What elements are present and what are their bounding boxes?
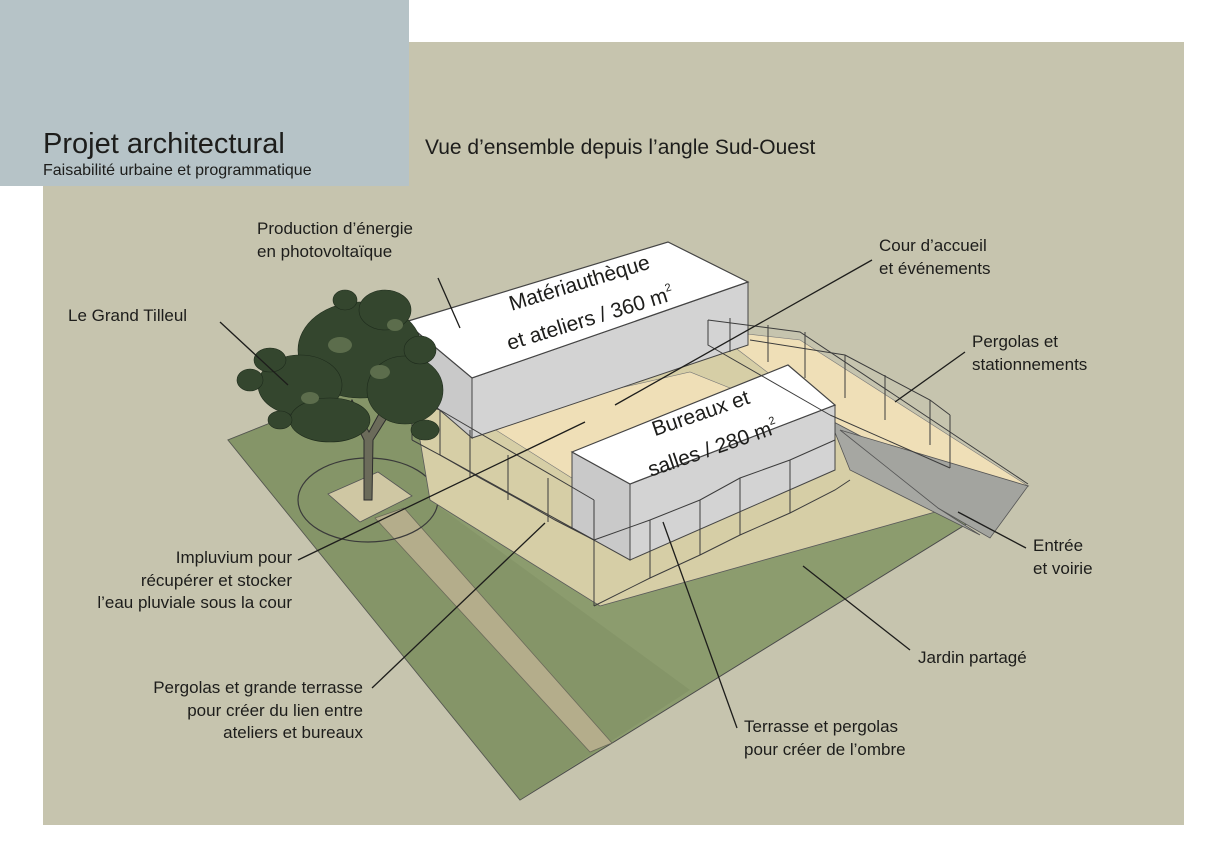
label-energie-line1: Production d’énergie — [257, 219, 413, 238]
leader-impluvium — [297, 421, 586, 561]
label-tilleul: Le Grand Tilleul — [68, 305, 187, 328]
page-subtitle: Faisabilité urbaine et programmatique — [43, 162, 312, 179]
label-pergolas-terrasse: Pergolas et grande terrasse pour créer d… — [90, 677, 363, 745]
label-entree-line2: et voirie — [1033, 558, 1093, 578]
label-terrasse-ombre-line2: pour créer de l’ombre — [744, 739, 906, 759]
label-cour-line2: et événements — [879, 258, 991, 278]
leader-entree — [957, 511, 1027, 549]
title-block — [0, 0, 409, 186]
tree-foliage-highlights — [301, 319, 403, 404]
bureaux-roof — [570, 364, 837, 485]
garden-path — [374, 507, 613, 753]
tree-foliage — [236, 289, 444, 443]
label-impluvium: Impluvium pour récupérer et stocker l’ea… — [40, 547, 292, 615]
view-caption: Vue d’ensemble depuis l’angle Sud-Ouest — [425, 136, 816, 159]
label-pergolas-terrasse-line1: Pergolas et grande terrasse — [153, 678, 363, 697]
label-pergolas-stationnements-line1: Pergolas et — [972, 332, 1058, 351]
label-energie-line2: en photovoltaïque — [257, 241, 393, 261]
label-impluvium-line3: l’eau pluviale sous la cour — [97, 593, 292, 612]
leader-energie — [437, 277, 461, 329]
label-entree-line1: Entrée — [1033, 536, 1084, 555]
ateliers-roof — [403, 241, 750, 379]
leader-lines — [219, 259, 1027, 729]
road-lower — [839, 429, 1029, 539]
label-pergolas-stationnements: Pergolas et stationnements — [972, 331, 1087, 376]
leader-tilleul — [219, 321, 289, 386]
leader-terrasse-ombre — [662, 521, 738, 729]
pergola-frames-parking — [707, 318, 1029, 485]
leader-jardin — [802, 565, 911, 651]
label-terrasse-ombre-line1: Terrasse et pergolas — [744, 717, 899, 736]
label-jardin-line1: Jardin partagé — [918, 648, 1027, 667]
label-energie: Production d’énergie en photovoltaïque — [257, 218, 413, 263]
leader-pergolas-stationnements — [894, 351, 966, 403]
label-jardin: Jardin partagé — [918, 647, 1027, 670]
label-tilleul-line1: Le Grand Tilleul — [68, 306, 188, 325]
leader-cour — [614, 259, 873, 406]
label-terrasse-ombre: Terrasse et pergolas pour créer de l’omb… — [744, 716, 906, 761]
leader-pergolas-terrasse — [371, 522, 546, 689]
label-cour: Cour d’accueil et événements — [879, 235, 991, 280]
label-impluvium-line2: récupérer et stocker — [140, 570, 292, 590]
page-title: Projet architectural — [43, 128, 285, 160]
label-pergolas-stationnements-line2: stationnements — [972, 354, 1088, 374]
label-pergolas-terrasse-line3: ateliers et bureaux — [223, 723, 363, 742]
label-pergolas-terrasse-line2: pour créer du lien entre — [187, 700, 363, 720]
label-cour-line1: Cour d’accueil — [879, 236, 987, 255]
label-impluvium-line1: Impluvium pour — [175, 548, 292, 567]
label-entree: Entrée et voirie — [1033, 535, 1093, 580]
